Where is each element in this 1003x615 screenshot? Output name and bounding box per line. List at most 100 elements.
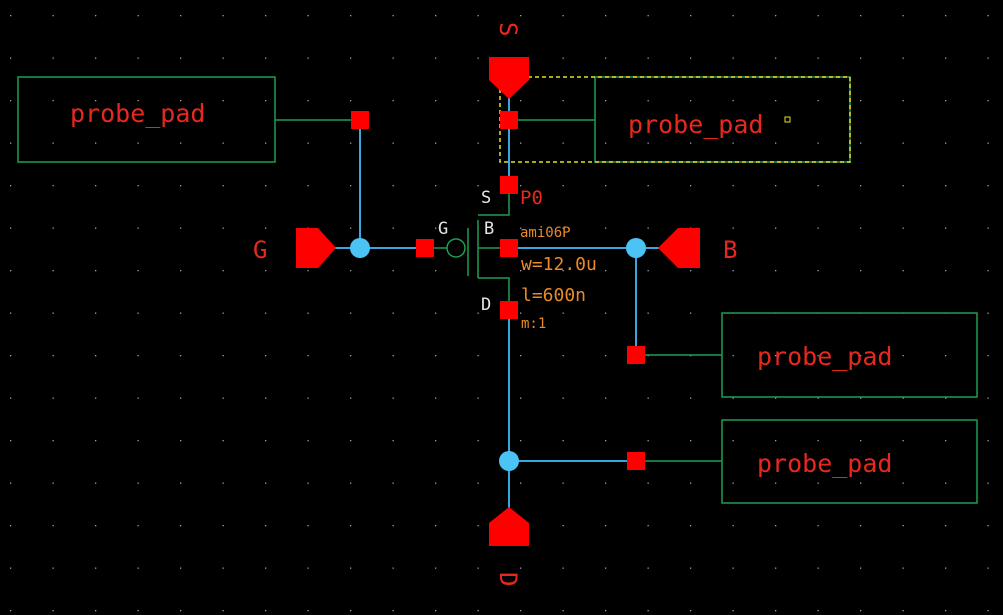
grid-dot bbox=[95, 355, 97, 357]
grid-dot bbox=[605, 482, 607, 484]
width-param[interactable]: w=12.0u bbox=[521, 254, 597, 275]
grid-dot bbox=[350, 610, 352, 612]
grid-dot bbox=[860, 185, 862, 187]
grid-dot bbox=[222, 440, 224, 442]
grid-dot bbox=[435, 100, 437, 102]
junction-gate[interactable] bbox=[350, 238, 370, 258]
grid-dot bbox=[520, 567, 522, 569]
grid-dot bbox=[732, 397, 734, 399]
grid-dot bbox=[987, 57, 989, 59]
grid-dot bbox=[732, 185, 734, 187]
grid-dot bbox=[392, 610, 394, 612]
grid-dot bbox=[987, 525, 989, 527]
pin-source[interactable] bbox=[489, 57, 529, 99]
grid-dot bbox=[732, 57, 734, 59]
grid-dot bbox=[605, 567, 607, 569]
pmos-transistor[interactable] bbox=[425, 185, 510, 310]
grid-dot bbox=[52, 142, 54, 144]
conn-pad3[interactable] bbox=[627, 346, 645, 364]
grid-dot bbox=[392, 270, 394, 272]
grid-dot bbox=[817, 610, 819, 612]
grid-dot bbox=[987, 355, 989, 357]
conn-bulk[interactable] bbox=[500, 239, 518, 257]
grid-dot bbox=[137, 482, 139, 484]
grid-dot bbox=[732, 270, 734, 272]
grid-dot bbox=[477, 312, 479, 314]
grid-dot bbox=[945, 185, 947, 187]
pin-drain[interactable] bbox=[489, 507, 529, 546]
model-name[interactable]: ami06P bbox=[520, 225, 571, 241]
conn-pad1[interactable] bbox=[351, 111, 369, 129]
grid-dot bbox=[562, 142, 564, 144]
length-param[interactable]: l=600n bbox=[521, 285, 586, 306]
grid-dot bbox=[775, 355, 777, 357]
pin-labels: S G B D bbox=[253, 22, 737, 586]
junction-bulk[interactable] bbox=[626, 238, 646, 258]
grid-dot bbox=[392, 57, 394, 59]
pin-gate[interactable] bbox=[296, 228, 336, 268]
grid-dot bbox=[775, 482, 777, 484]
probe-pad-box-4[interactable] bbox=[721, 419, 978, 504]
grid-dot bbox=[137, 525, 139, 527]
grid-dot bbox=[817, 100, 819, 102]
grid-dot bbox=[52, 610, 54, 612]
grid-dot bbox=[562, 440, 564, 442]
grid-dot bbox=[775, 567, 777, 569]
conn-source[interactable] bbox=[500, 176, 518, 194]
grid-dot bbox=[902, 100, 904, 102]
grid-dot bbox=[180, 567, 182, 569]
grid-dot bbox=[222, 610, 224, 612]
selection-handle[interactable] bbox=[784, 116, 791, 123]
probe-pad-box-1[interactable] bbox=[17, 76, 276, 163]
grid-dot bbox=[392, 100, 394, 102]
grid-dot bbox=[10, 355, 12, 357]
grid-dot bbox=[307, 100, 309, 102]
grid-dot bbox=[775, 185, 777, 187]
grid-dot bbox=[435, 482, 437, 484]
grid-dot bbox=[902, 227, 904, 229]
conn-pad4[interactable] bbox=[627, 452, 645, 470]
conn-gate[interactable] bbox=[416, 239, 434, 257]
grid-dot bbox=[647, 610, 649, 612]
grid-dot bbox=[477, 397, 479, 399]
grid-dot bbox=[52, 567, 54, 569]
grid-dot bbox=[817, 270, 819, 272]
conn-pad2[interactable] bbox=[500, 111, 518, 129]
grid-dot bbox=[987, 397, 989, 399]
grid-dot bbox=[435, 270, 437, 272]
grid-dot bbox=[392, 355, 394, 357]
grid-dot bbox=[775, 270, 777, 272]
grid-dot bbox=[817, 525, 819, 527]
grid-dot bbox=[562, 227, 564, 229]
grid-dot bbox=[902, 397, 904, 399]
grid-dot bbox=[732, 355, 734, 357]
grid-dot bbox=[647, 142, 649, 144]
grid-dot bbox=[435, 312, 437, 314]
grid-dot bbox=[690, 185, 692, 187]
pin-bulk[interactable] bbox=[658, 228, 700, 268]
grid-dot bbox=[520, 355, 522, 357]
probe-pad-box-3[interactable] bbox=[721, 312, 978, 398]
grid-dot bbox=[265, 312, 267, 314]
grid-dot bbox=[477, 185, 479, 187]
grid-dot bbox=[902, 142, 904, 144]
grid-dot bbox=[562, 312, 564, 314]
multiplier-param[interactable]: m:1 bbox=[521, 316, 546, 332]
grid-dot bbox=[52, 100, 54, 102]
grid-dot bbox=[435, 142, 437, 144]
grid-dot bbox=[350, 525, 352, 527]
grid-dot bbox=[265, 142, 267, 144]
grid-dot bbox=[350, 185, 352, 187]
grid-dot bbox=[10, 567, 12, 569]
grid-dot bbox=[817, 482, 819, 484]
conn-drain[interactable] bbox=[500, 301, 518, 319]
grid-dot bbox=[137, 15, 139, 17]
grid-dot bbox=[860, 567, 862, 569]
grid-dot bbox=[902, 270, 904, 272]
grid-dot bbox=[860, 482, 862, 484]
grid-dot bbox=[95, 312, 97, 314]
junction-drain[interactable] bbox=[499, 451, 519, 471]
instance-name[interactable]: P0 bbox=[520, 187, 543, 209]
grid-dot bbox=[817, 57, 819, 59]
